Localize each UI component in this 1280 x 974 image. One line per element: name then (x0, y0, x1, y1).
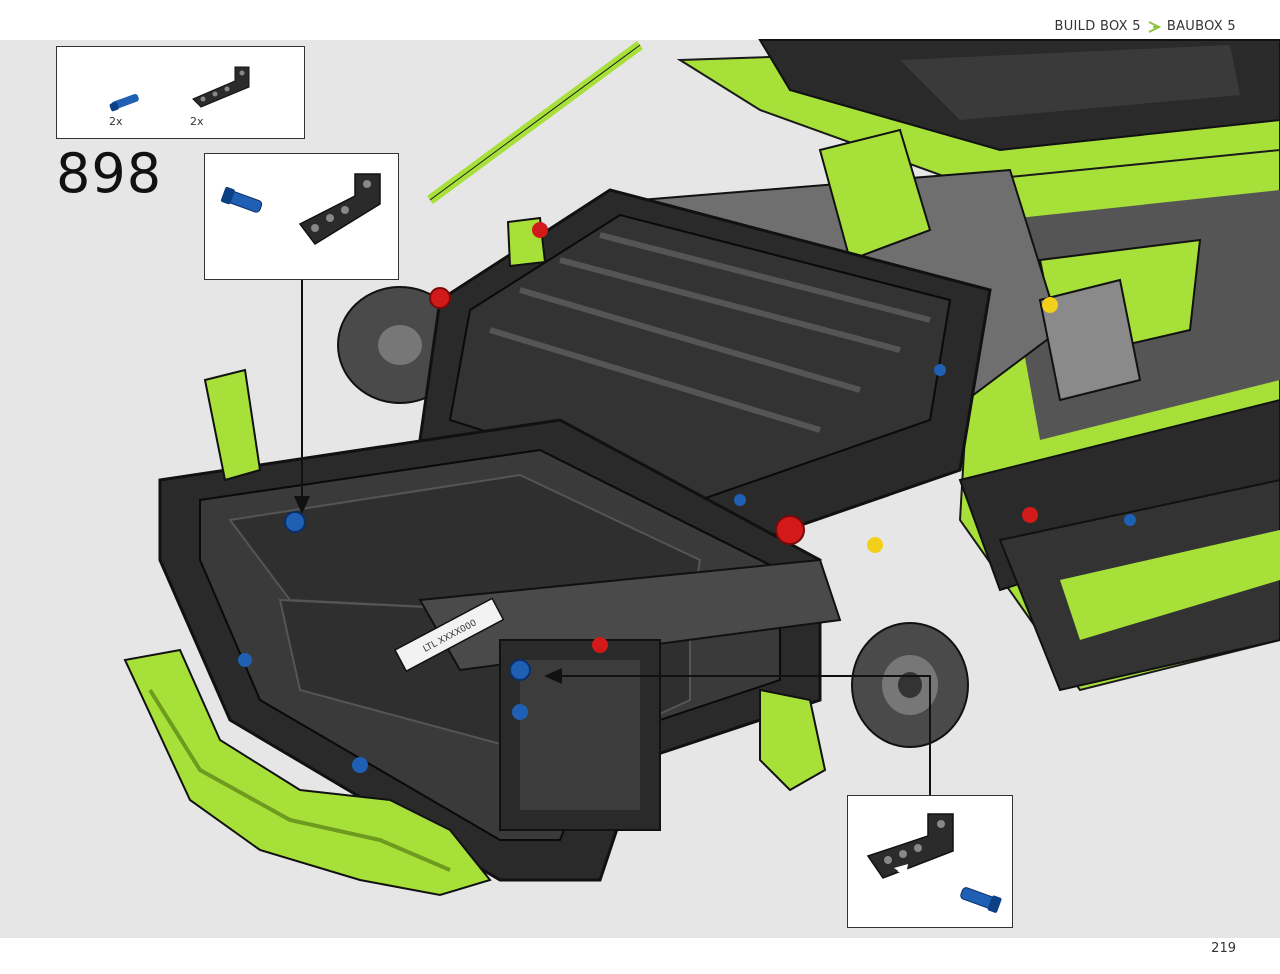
pins (238, 222, 1136, 773)
step-number: 898 (56, 142, 163, 205)
baubox-label: BAUBOX 5 (1166, 19, 1236, 34)
pin-insertion-detail-top (220, 173, 381, 268)
build-box-label: BUILD BOX 5 (1054, 19, 1141, 34)
parts-list-box: 2x 2x (56, 46, 305, 139)
callout-top (204, 153, 399, 280)
front-bumper (123, 648, 827, 897)
qty-blue-pin: 2x (109, 115, 123, 128)
qty-angled-beam: 2x (190, 115, 204, 128)
callout-bottom (847, 795, 1013, 928)
breadcrumb: BUILD BOX 5 BAUBOX 5 (1055, 19, 1237, 34)
front-frame (158, 418, 842, 882)
black-angled-beam-icon (192, 66, 250, 108)
wheel-hubs (337, 286, 969, 748)
page-header: BUILD BOX 5 BAUBOX 5 (0, 0, 1280, 40)
blue-pin-icon (109, 93, 139, 112)
page-footer (0, 938, 1280, 974)
page-number: 219 (1211, 941, 1236, 956)
instruction-arrows (294, 280, 931, 795)
pin-insertion-detail-bottom (866, 813, 1002, 913)
chevron-separator-icon (1148, 20, 1161, 33)
